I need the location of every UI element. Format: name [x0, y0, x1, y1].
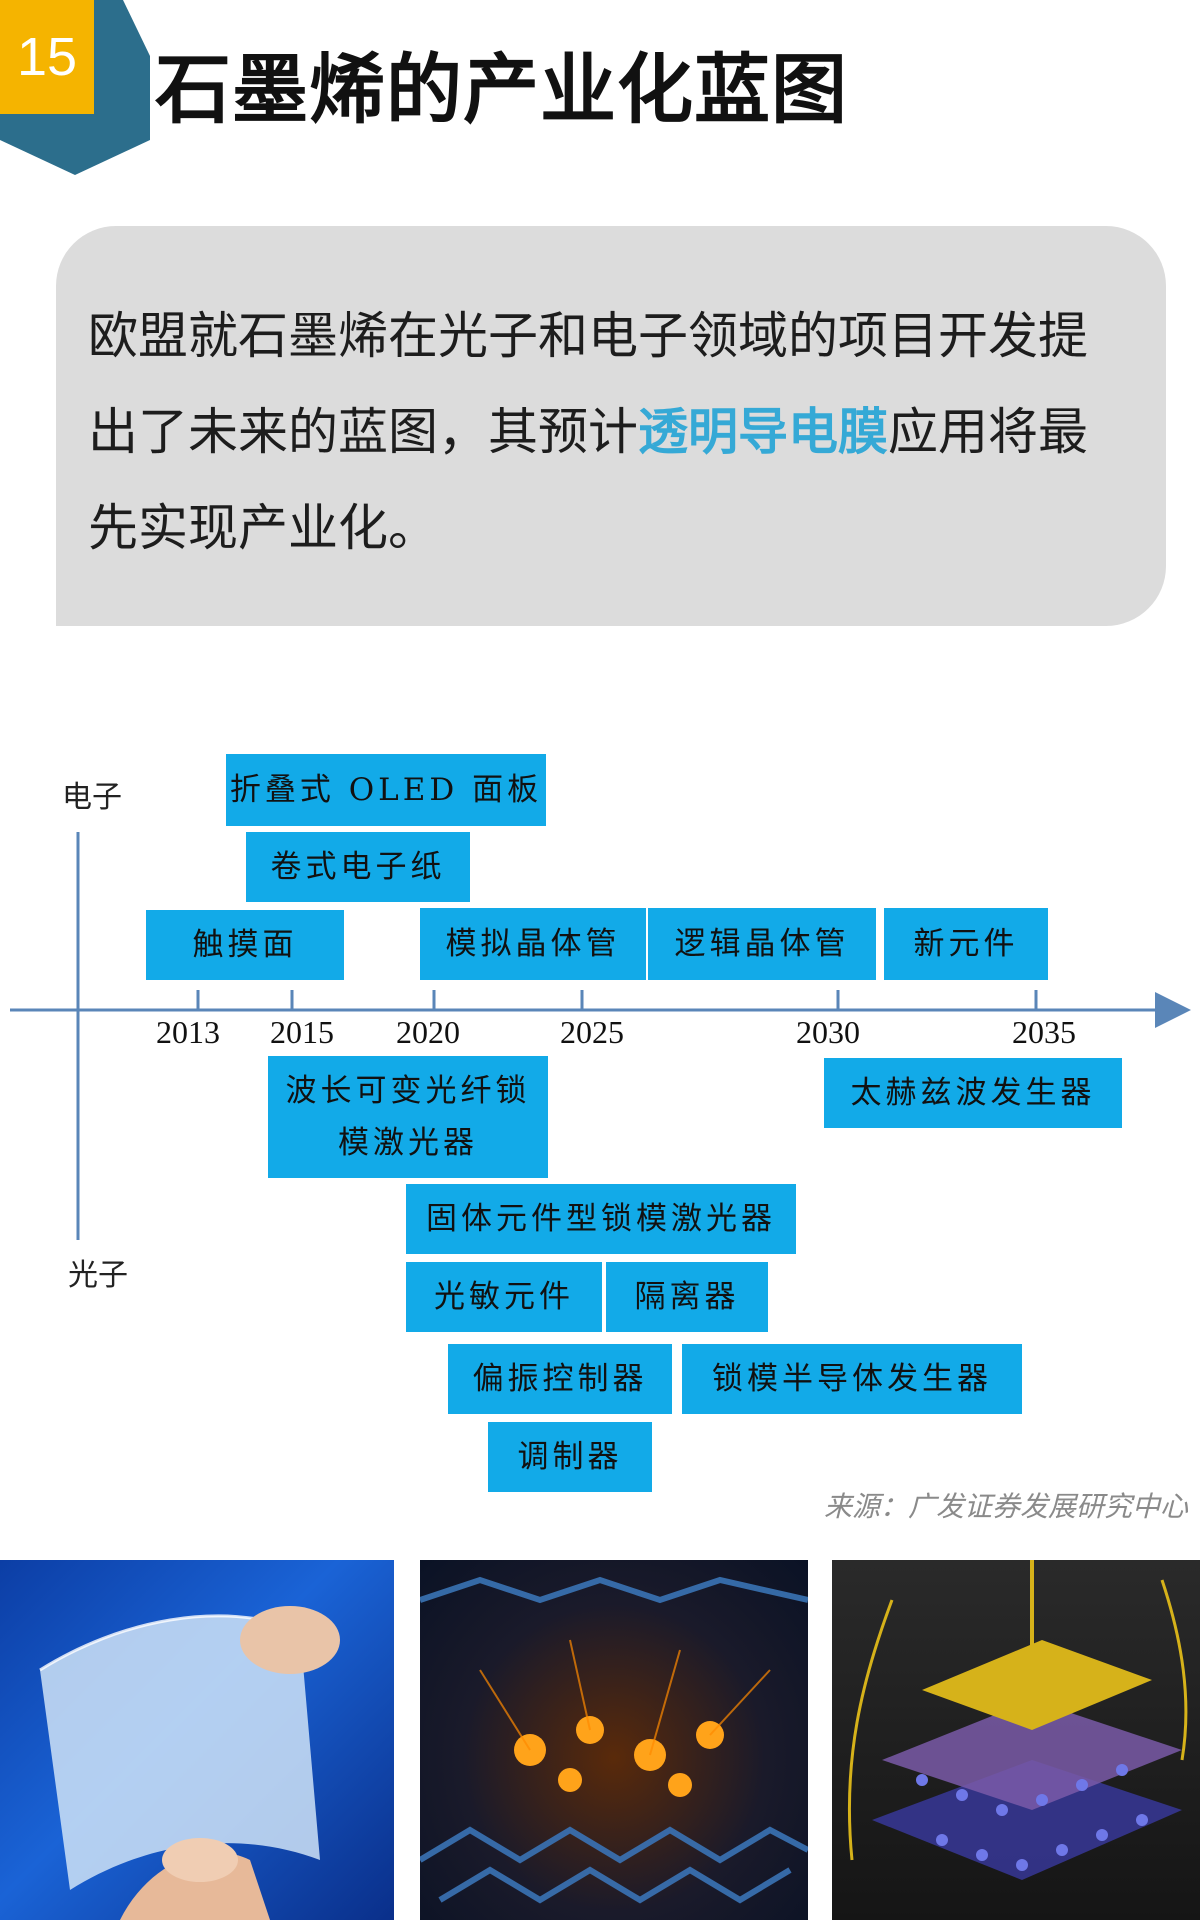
graphene-device-photo — [832, 1560, 1200, 1920]
box-isolator: 隔离器 — [606, 1262, 768, 1332]
graphene-device-icon — [847, 1560, 1188, 1880]
source-caption: 来源：广发证券发展研究中心 — [823, 1490, 1188, 1523]
year-2030: 2030 — [796, 1014, 860, 1050]
flexible-film-icon — [39, 1606, 340, 1920]
box-logic-transistor: 逻辑晶体管 — [648, 908, 876, 980]
box-roll-epaper: 卷式电子纸 — [246, 832, 470, 902]
box-modulator: 调制器 — [488, 1422, 652, 1492]
summary-text: 欧盟就石墨烯在光子和电子领域的项目开发提出了未来的蓝图，其预计透明导电膜应用将最… — [88, 307, 1088, 557]
box-analog-transistor: 模拟晶体管 — [420, 908, 646, 980]
box-photosensitive-element: 光敏元件 — [406, 1262, 602, 1332]
year-2015: 2015 — [270, 1014, 334, 1050]
graphene-electrons-icon — [420, 1576, 808, 1904]
box-solid-mode-locked-laser: 固体元件型锁模激光器 — [406, 1184, 796, 1254]
box-tunable-fiber-laser: 波长可变光纤锁 模激光器 — [268, 1056, 548, 1178]
box-polarization-controller: 偏振控制器 — [448, 1344, 672, 1414]
year-2013: 2013 — [156, 1014, 220, 1050]
year-2035: 2035 — [1012, 1014, 1076, 1050]
page-number-badge: 15 — [0, 0, 94, 114]
axis-label-photonics: 光子 — [68, 1258, 128, 1293]
flexible-film-photo — [0, 1560, 394, 1920]
box-terahertz-generator: 太赫兹波发生器 — [824, 1058, 1122, 1128]
axis-label-electronics: 电子 — [62, 780, 122, 815]
year-2025: 2025 — [560, 1014, 624, 1050]
summary-callout: 欧盟就石墨烯在光子和电子领域的项目开发提出了未来的蓝图，其预计透明导电膜应用将最… — [56, 226, 1166, 626]
box-new-component: 新元件 — [884, 908, 1048, 980]
highlight-transparent-film: 透明导电膜 — [638, 403, 888, 461]
box-foldable-oled: 折叠式 OLED 面板 — [226, 754, 546, 826]
box-mode-locked-semiconductor: 锁模半导体发生器 — [682, 1344, 1022, 1414]
graphene-electrons-photo — [420, 1560, 808, 1920]
box-touch-panel: 触摸面 — [146, 910, 344, 980]
page-title: 石墨烯的产业化蓝图 — [155, 45, 848, 134]
roadmap-axes — [10, 832, 1191, 1240]
year-2020: 2020 — [396, 1014, 460, 1050]
roadmap-diagram: 电子 光子 2013 2015 2020 2025 2030 2035 折叠式 … — [0, 740, 1200, 1520]
